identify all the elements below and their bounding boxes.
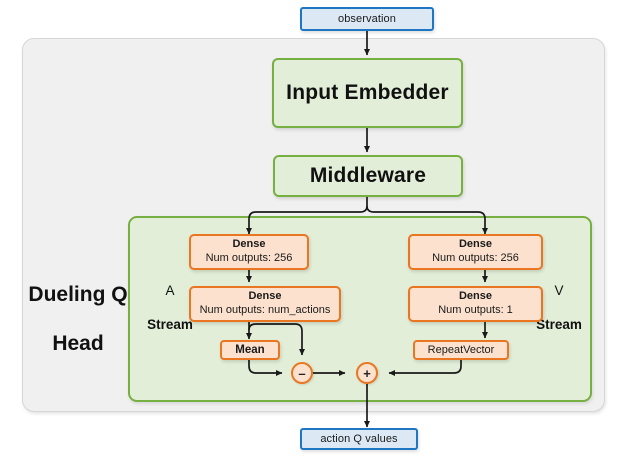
input-embedder-node[interactable]: Input Embedder xyxy=(272,58,463,128)
mean-label: Mean xyxy=(235,344,265,356)
v-stream-label-bottom: Stream xyxy=(536,316,582,332)
v-stream-dense-1-subtitle: Num outputs: 1 xyxy=(438,304,513,316)
a-stream-dense-numactions-node[interactable]: Dense Num outputs: num_actions xyxy=(189,286,341,322)
a-stream-label: A Stream xyxy=(139,266,201,350)
dueling-q-head-label-line1: Dueling Q xyxy=(28,282,128,306)
observation-label: observation xyxy=(338,13,396,25)
v-stream-dense-1-node[interactable]: Dense Num outputs: 1 xyxy=(408,286,543,322)
a-stream-dense-256-title: Dense xyxy=(232,238,266,251)
middleware-label: Middleware xyxy=(309,164,427,187)
input-embedder-label: Input Embedder xyxy=(286,81,449,104)
a-stream-dense-256-node[interactable]: Dense Num outputs: 256 xyxy=(189,234,309,270)
add-operator-node[interactable]: + xyxy=(356,362,378,384)
repeat-vector-label: RepeatVector xyxy=(427,344,495,356)
action-q-values-node[interactable]: action Q values xyxy=(300,428,418,450)
a-stream-dense-numactions-title: Dense xyxy=(248,290,282,303)
v-stream-label-top: V xyxy=(554,282,564,298)
a-stream-dense-256-subtitle: Num outputs: 256 xyxy=(205,252,293,264)
dueling-q-head-label-line2: Head xyxy=(52,332,104,356)
v-stream-dense-256-title: Dense xyxy=(458,238,493,251)
subtract-operator-node[interactable]: – xyxy=(291,362,313,384)
a-stream-label-bottom: Stream xyxy=(147,316,193,332)
mean-node[interactable]: Mean xyxy=(220,340,280,360)
v-stream-dense-1-title: Dense xyxy=(458,290,493,303)
v-stream-dense-256-subtitle: Num outputs: 256 xyxy=(432,252,519,264)
repeat-vector-node[interactable]: RepeatVector xyxy=(413,340,509,360)
subtract-operator-glyph: – xyxy=(298,365,306,381)
a-stream-dense-numactions-subtitle: Num outputs: num_actions xyxy=(199,304,331,316)
observation-node[interactable]: observation xyxy=(300,7,434,31)
dueling-q-head-label: Dueling Q Head xyxy=(24,258,132,357)
action-q-values-label: action Q values xyxy=(320,433,398,445)
a-stream-label-top: A xyxy=(165,282,175,298)
v-stream-label: V Stream xyxy=(528,266,590,350)
v-stream-dense-256-node[interactable]: Dense Num outputs: 256 xyxy=(408,234,543,270)
add-operator-glyph: + xyxy=(363,365,371,381)
middleware-node[interactable]: Middleware xyxy=(273,155,463,197)
